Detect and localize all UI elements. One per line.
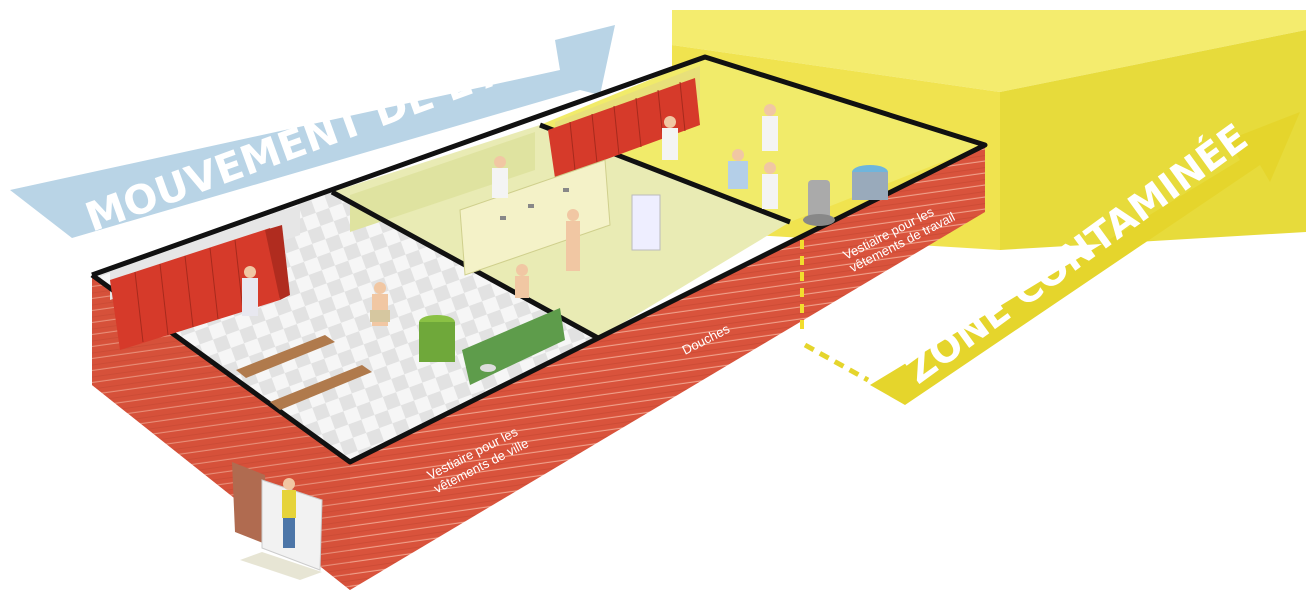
shower-head-icon	[563, 188, 569, 192]
person-icon	[762, 162, 778, 209]
front-wall	[350, 145, 985, 590]
person-icon	[762, 104, 778, 151]
bench-icon	[236, 335, 372, 410]
bucket-icon	[852, 165, 888, 200]
person-icon	[515, 264, 529, 298]
vacuum-icon	[803, 180, 835, 226]
person-icon	[728, 149, 748, 189]
shower-area	[459, 159, 661, 276]
person-icon	[370, 282, 390, 326]
person-icon	[242, 266, 258, 316]
person-icon	[492, 156, 508, 198]
zone-dashed-line	[803, 342, 870, 383]
person-icon	[566, 209, 580, 271]
people	[242, 104, 778, 326]
person-icon	[662, 116, 678, 160]
shower-curtain	[631, 194, 661, 251]
street-lockers	[110, 225, 290, 350]
laundry-bin-icon	[419, 315, 455, 362]
shower-head-icon	[528, 204, 534, 208]
door-icon	[232, 462, 323, 580]
sink-icon	[462, 308, 565, 385]
shower-head-icon	[500, 216, 506, 220]
